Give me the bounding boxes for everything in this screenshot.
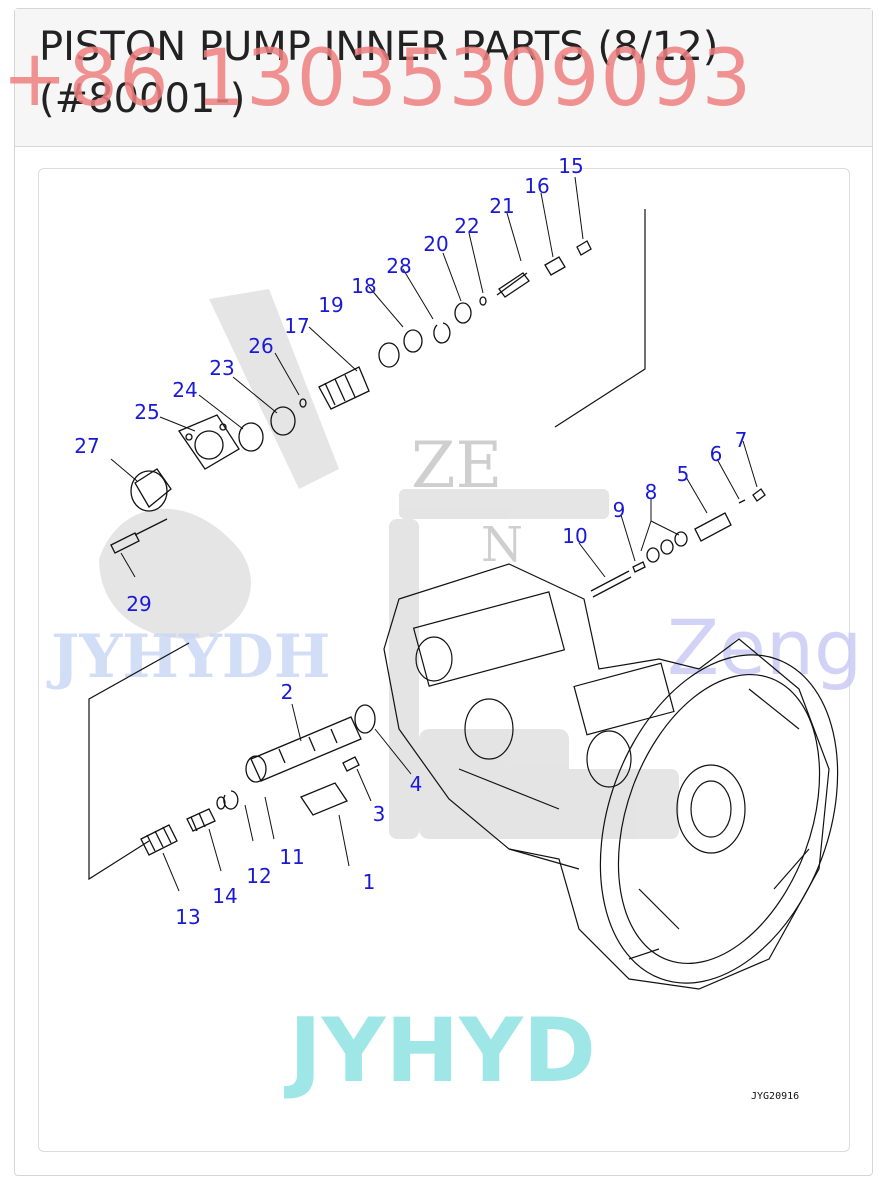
- callout-2: 2: [281, 680, 294, 704]
- callout-19: 19: [318, 293, 343, 317]
- callout-10: 10: [562, 524, 587, 548]
- callout-12: 12: [246, 864, 271, 888]
- jyhydh-watermark: JYHYDH: [46, 622, 330, 692]
- callout-9: 9: [613, 498, 626, 522]
- callout-14: 14: [212, 884, 237, 908]
- callout-3: 3: [373, 802, 386, 826]
- callout-29: 29: [126, 592, 151, 616]
- callout-28: 28: [386, 254, 411, 278]
- drawing-id: JYG20916: [751, 1091, 799, 1102]
- callout-22: 22: [454, 214, 479, 238]
- leader-lines: [110, 176, 758, 892]
- callout-7: 7: [735, 428, 748, 452]
- callout-21: 21: [489, 194, 514, 218]
- excavator-logo-watermark: [99, 289, 679, 839]
- phone-watermark: +86 13035309093: [2, 34, 753, 124]
- callout-1: 1: [363, 870, 376, 894]
- exploded-diagram: ZE N JYHYDH Zeng JYHYD: [38, 154, 862, 1152]
- upper-parts: [110, 240, 592, 554]
- callout-23: 23: [209, 356, 234, 380]
- pump-body: [383, 563, 839, 990]
- callout-8: 8: [645, 480, 658, 504]
- callout-24: 24: [172, 378, 197, 402]
- callout-13: 13: [175, 905, 200, 929]
- callout-6: 6: [710, 442, 723, 466]
- callout-18: 18: [351, 274, 376, 298]
- callout-20: 20: [423, 232, 448, 256]
- callout-26: 26: [248, 334, 273, 358]
- right-valve-parts: [590, 488, 766, 598]
- callout-15: 15: [558, 154, 583, 178]
- callout-17: 17: [284, 314, 309, 338]
- diagram-svg: ZE N JYHYDH Zeng JYHYD: [46, 154, 862, 1102]
- lower-parts: [140, 704, 376, 856]
- zeng-watermark: Zeng: [667, 603, 862, 692]
- callout-16: 16: [524, 174, 549, 198]
- callout-labels: 1 2 3 4 5 6 7 8 9 10 11 12 13 14 15 16 1…: [74, 154, 747, 929]
- callout-11: 11: [279, 845, 304, 869]
- page-title: PISTON PUMP INNER PARTS (8/12) (#80001-): [39, 24, 719, 122]
- callout-25: 25: [134, 400, 159, 424]
- n-watermark: N: [481, 517, 523, 573]
- callout-5: 5: [677, 462, 690, 486]
- card-header: PISTON PUMP INNER PARTS (8/12) (#80001-): [15, 9, 872, 147]
- ze-watermark: ZE: [411, 429, 502, 503]
- jyhyd-watermark: JYHYD: [284, 999, 596, 1102]
- callout-4: 4: [410, 772, 423, 796]
- callout-27: 27: [74, 434, 99, 458]
- group-brackets: [88, 209, 646, 881]
